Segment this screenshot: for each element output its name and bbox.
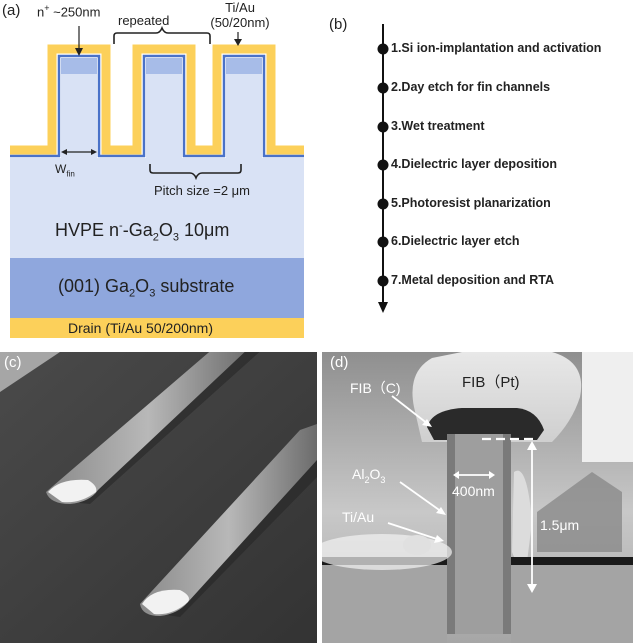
fin-2-nplus: [146, 58, 182, 74]
panel-a: (a) n+ ~250nm: [0, 0, 320, 345]
al2o3-label: Al2O3: [352, 466, 386, 485]
height-label: 1.5μm: [540, 517, 580, 533]
process-step: 3.Wet treatment: [391, 119, 485, 133]
drift-layer-label: HVPE n--Ga2O3 10μm: [55, 220, 230, 244]
fin-3-nplus: [226, 58, 262, 74]
dielectric-contour-blue: [10, 54, 304, 158]
process-step: 4.Dielectric layer deposition: [391, 157, 558, 171]
panel-a-label: (a): [2, 2, 21, 19]
substrate-layer: [10, 258, 304, 318]
process-step: 7.Metal deposition and RTA: [391, 273, 554, 287]
tiau-label: Ti/Au: [342, 509, 375, 525]
fib-pt-label: FIB（Pt): [462, 374, 520, 391]
process-step: 1.Si ion-implantation and activation: [391, 41, 602, 55]
sem-fin-2: [140, 424, 317, 616]
drain-label: Drain (Ti/Au 50/200nm): [68, 320, 213, 336]
repeated-label: repeated: [118, 13, 170, 28]
panel-c-label: (c): [4, 354, 22, 371]
device-cross-section: [10, 25, 304, 338]
top-metal-label: Ti/Au (50/20nm): [210, 0, 270, 30]
fin-cross-body: [447, 434, 509, 634]
fin-2-body: [146, 58, 182, 158]
fib-c-label: FIB（C): [350, 380, 401, 396]
pitch-brace: [149, 164, 242, 181]
pitch-label: Pitch size =2 μm: [154, 183, 250, 198]
panel-b-label: (b): [329, 16, 348, 33]
panel-b: (b) 1.Si ion-implantation and activation…: [320, 0, 633, 345]
fin-1-nplus: [61, 58, 97, 74]
repeated-brace: [113, 25, 211, 44]
drain-layer: [10, 318, 304, 338]
fin-3-body: [226, 58, 262, 158]
fib-c-cap: [427, 408, 544, 440]
n-plus-label: n+ ~250nm: [37, 3, 101, 20]
fin-1-body: [61, 58, 97, 158]
panel-d-label: (d): [330, 354, 349, 371]
fib-cross-section-image: [322, 352, 633, 643]
process-flow-arrow: [377, 24, 389, 313]
process-step: 2.Day etch for fin channels: [391, 80, 551, 94]
sem-fin-image: [0, 352, 317, 643]
w-fin-label: Wfin: [55, 162, 75, 179]
process-step: 5.Photoresist planarization: [391, 196, 551, 210]
process-step: 6.Dielectric layer etch: [391, 234, 520, 248]
metal-contour-gold: [10, 44, 304, 155]
sem-fin-1: [46, 352, 245, 504]
substrate-label: (001) Ga2O3 substrate: [58, 276, 235, 300]
panel-c: (c): [0, 352, 317, 643]
drift-layer: [10, 158, 304, 258]
width-label: 400nm: [452, 483, 495, 499]
panel-d: (d) FIB（C) FIB（Pt) Al2O3 400nm Ti/Au 1.5…: [322, 352, 633, 643]
